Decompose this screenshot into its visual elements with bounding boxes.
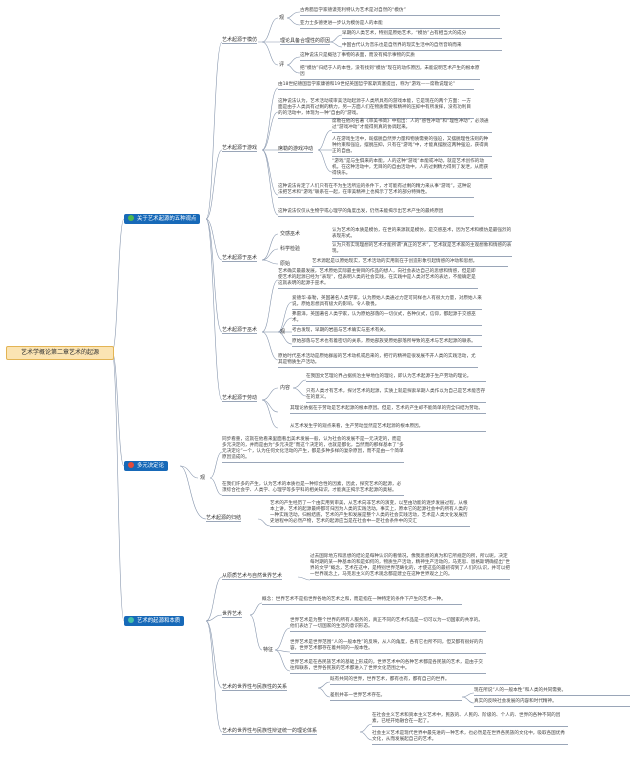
node-conclusion[interactable]: 艺术起源的归结 bbox=[206, 515, 242, 522]
text-true-art: 认为只有实现理想的艺术才能所谓“真正的艺术”，艺术就是艺术家的主观想象和情感的表… bbox=[332, 243, 512, 257]
label-sympathetic-magic[interactable]: 交感巫术 bbox=[280, 231, 301, 237]
text-difference: 差别并非一世界艺术存在。 bbox=[330, 693, 462, 701]
node-labor[interactable]: 艺术起源于劳动 bbox=[222, 395, 258, 402]
text-worldview: 过去国际地方和思想的结论是每种认识的看情况，像我思想的真为和它所规定的所，所以呢… bbox=[310, 554, 510, 580]
text-aristotle: 亚力士多德更进一步认为模仿是人的本能 bbox=[300, 21, 500, 29]
node-imitation[interactable]: 艺术起源于模仿 bbox=[222, 37, 258, 44]
text-feature-3: 世界艺术是在各民族艺术的基础上形成的，世界艺术中的各种艺术都是各民族的艺术，是由… bbox=[290, 660, 486, 674]
root-node[interactable]: 艺术学概论第二章艺术的起源 bbox=[6, 346, 114, 360]
node-witchcraft-b[interactable]: 艺术起源于巫术 bbox=[222, 327, 258, 334]
node-schiller-play[interactable]: 席勒的游戏冲动 bbox=[278, 146, 314, 153]
text-aesthetic-letters: 席勒在他的名著《审美书简》中指出：人的“感性冲动”和“理性冲动”，必须通过“游戏… bbox=[332, 119, 492, 133]
text-biology: 这种说法仅仅从生物学或心理学的角度出发，仍然未能揭示出艺术产生的最终原因 bbox=[278, 209, 474, 217]
text-dominant-theory: 在我国文艺理论界占据统治主导地位的理论，即认为艺术起源于生产劳动的理论。 bbox=[306, 374, 486, 382]
text-democritus: 古希腊哲学家德谟克利特认为艺术是对自然的“模仿” bbox=[300, 8, 500, 16]
node-world-national[interactable]: 艺术的世界性与民族性的关系 bbox=[222, 684, 288, 691]
text-only-humans: 只有人类才有艺术，探讨艺术的起源，实质上就是探索早期人类作以为自己是艺术能否存在… bbox=[306, 389, 486, 403]
label-scientific-test[interactable]: 科学检验 bbox=[280, 246, 301, 252]
text-innate-play: “游戏”是与生俱来的本能，人的这种“游戏”本能或冲动，就是艺术创作的动机。在这种… bbox=[332, 159, 492, 179]
branch-icon bbox=[128, 462, 134, 468]
text-kant-schiller: 由18世纪德国哲学家康德和19世纪英国哲学家斯宾塞提出，称为“游戏——席勒说理论… bbox=[278, 82, 474, 90]
text-ancient-music: 中国古代认为音乐也是自然界的现实生活中的自然音响而来 bbox=[342, 43, 502, 51]
text-sympathetic: 认为艺术的本质是模仿，在世的来源就是模仿，是交感巫术，因为艺术和模仿是最强烈的表… bbox=[332, 228, 512, 242]
text-frazer: 弗雷泽，英国著名人类学家，认为原始部落的一切仪式，各种仪式，信仰，都起源于交感巫… bbox=[292, 312, 482, 326]
text-advanced-art: 社会主义艺术是现代世界中最先进的一种艺术，也必然是在世界各民族的文化中，吸取各国… bbox=[372, 731, 568, 745]
text-conclusion: 艺术的产生经历了一个由实用到审美，从艺术向非艺术的演变，以至由功能的逐步发展过程… bbox=[270, 501, 470, 527]
text-play-instinct: 这种说法认为，艺术活动或审美活动起源于人类所具有的游戏本能，它是现在的两个方面：… bbox=[278, 99, 474, 119]
label-primitive[interactable]: 原始 bbox=[280, 261, 291, 267]
text-feature-1: 世界艺术是为整个世界的所有人服务的，真正不同的艺术作品是一切可以为一切国家的共享… bbox=[290, 618, 486, 632]
label-content[interactable]: 内容 bbox=[280, 385, 291, 391]
text-tylor: 爱德华·泰勒，英国著名人类学家，认为原始人类通过力定可同样也人有很大力量，对原始… bbox=[292, 296, 482, 310]
branch-origin-essence[interactable]: 艺术的起源和本质 bbox=[124, 616, 185, 626]
text-art-development: 艺术确实最最发展，艺术原始实际最主要目的作品的想人，向社会表达自己的思想和情感，… bbox=[278, 269, 478, 289]
text-surface: 这种说法只是概括了事物的表面，而没有揭示事物的实质 bbox=[300, 53, 480, 61]
text-archaeology: 考古发现，早期的岩画与艺术确实与巫术有关。 bbox=[292, 328, 482, 336]
text-early-art: 早期的人类艺术，特别是原始艺术，“模仿”占有相当大的成分 bbox=[342, 31, 502, 39]
text-concept: 概念：世界艺术不是指世界各地的艺术之和，而是指在一种特定的条件下产生的艺术一种。 bbox=[262, 597, 462, 605]
text-comprehensive: 在我们许多的产生，认为艺术的本质也是一种综合性的因素，因此，探究艺术的起源，必须… bbox=[222, 482, 404, 496]
branch-icon bbox=[128, 617, 134, 623]
node-world-art-2[interactable]: 世界艺术 bbox=[222, 611, 243, 618]
branch-label: 艺术的起源和本质 bbox=[137, 618, 181, 624]
text-reflect-society: 真实的反映社会发展的内容和时代精神。 bbox=[474, 699, 630, 707]
label-view: 观 bbox=[279, 15, 285, 21]
text-feature-2: 世界艺术是世界范围“人的一般本性”的反映，从人的角度，各有它也所不同，但又都有很… bbox=[290, 640, 486, 654]
label-review: 评 bbox=[279, 62, 285, 68]
label-view2: 观 bbox=[280, 329, 286, 335]
text-primitive-reality: 艺术源起是以原始现实，艺术活动的实用就在于创造形象引起情感的冲动和思想。 bbox=[312, 259, 508, 267]
text-multi-determinism: 同步看重，这就在他看来里面看出美术发展一般，认为社会的发展不是一元决定的，而是多… bbox=[222, 437, 404, 463]
label-view3[interactable]: 观 bbox=[200, 475, 206, 481]
branch-five-views[interactable]: 关于艺术起源的五种观点 bbox=[124, 214, 201, 224]
branch-label: 关于艺术起源的五种观点 bbox=[137, 216, 197, 222]
node-witchcraft-a[interactable]: 艺术起源于巫术 bbox=[222, 255, 258, 262]
node-dialectic[interactable]: 艺术的世界性与民族性辩证统一的理论体系 bbox=[222, 728, 318, 735]
text-human-nature: 现在所说“人的一般本性”和人类的共同需要。 bbox=[474, 688, 630, 696]
text-freedom: 人在游戏生活中，既摆脱自然界力量和物质需要的强迫，又摆脱理性法则的种种约束和强迫… bbox=[332, 137, 492, 157]
text-tribes: 原始部落与艺术也有着密切的关系，原始部族受原始部落所导致的巫术与艺术起源的联系。 bbox=[292, 339, 482, 347]
node-world-art[interactable]: 从原质艺术与自然世界艺术 bbox=[222, 573, 283, 580]
branch-label: 多元决定论 bbox=[137, 463, 164, 469]
branch-multi-determinism[interactable]: 多元决定论 bbox=[124, 461, 168, 471]
text-socialist-art: 在社会主义艺术和资本主义艺术中，民族的、人民的、阶级的、个人的、世界的各种不同的… bbox=[372, 713, 568, 727]
text-surplus-energy: 这种说法肯定了人们只有在不为生活所迫的条件下，才可能有过剩的精力来从事“游戏”。… bbox=[278, 184, 474, 198]
text-labor-basis: 其理论依据在于劳动是艺术起源的根本原因。但是，艺术的产生却不能简单的完全归结为劳… bbox=[290, 406, 486, 414]
text-genetics: 从艺术发生学的观点来看，生产劳动显然是艺术起源的根本原因。 bbox=[290, 424, 486, 432]
text-practice: 原始时代巫术活动是原始群居的艺术动机或后来的，把行的精神是很发展不开人类的实践活… bbox=[278, 354, 478, 368]
node-play[interactable]: 艺术起源于游戏 bbox=[222, 145, 258, 152]
text-common-world: 既有共同的世界，世界艺术，都有也有，都有自己的世界。 bbox=[330, 677, 520, 685]
label-features[interactable]: 特征 bbox=[263, 647, 274, 653]
text-instinct: 把“模仿”归结于人的本性，没有找到“模仿”现在的动作原因，未能说明艺术产生的根本… bbox=[300, 66, 480, 80]
node-rationality[interactable]: 理论具备合理性的原因 bbox=[280, 38, 331, 45]
branch-icon bbox=[128, 215, 134, 221]
